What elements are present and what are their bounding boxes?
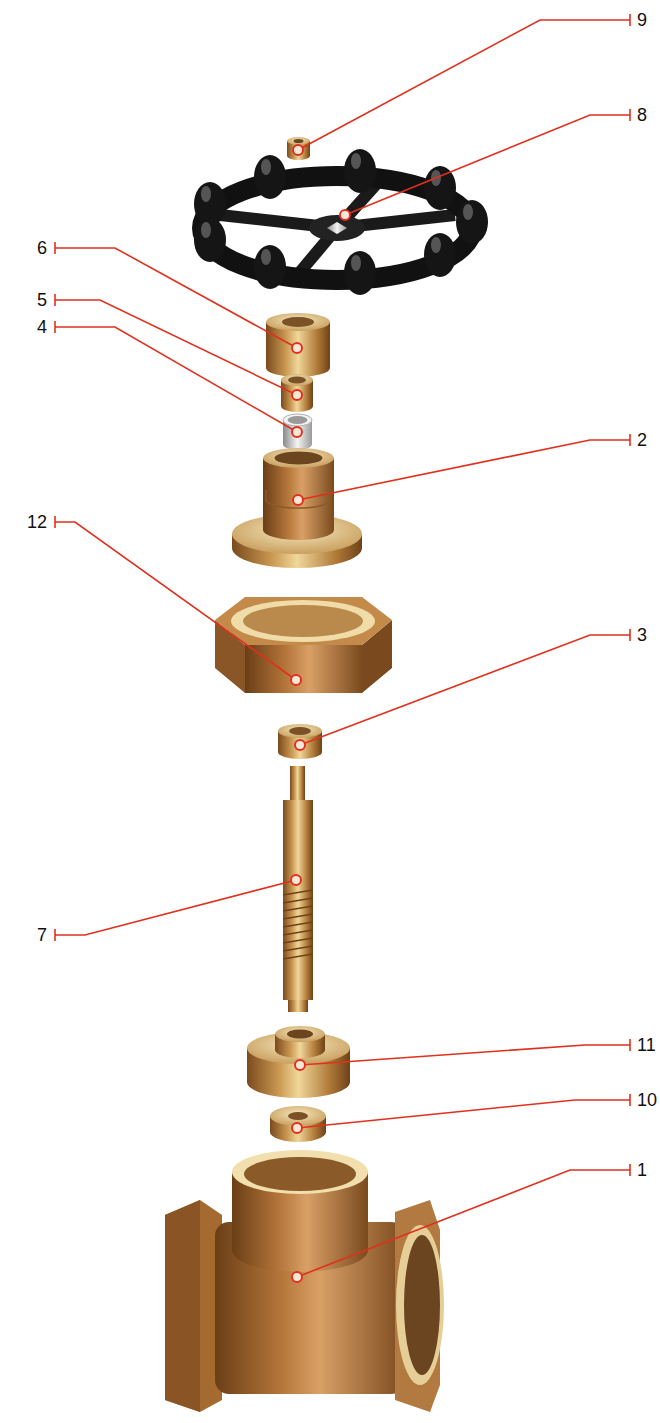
stem-part [283, 766, 313, 1012]
nut-part [287, 137, 310, 160]
callout-number: 3 [637, 624, 647, 646]
union-nut-part [215, 597, 392, 693]
packing-ring-part [283, 414, 312, 450]
callout-number: 11 [637, 1034, 656, 1056]
gland-part [281, 374, 313, 412]
callout-number: 8 [637, 104, 647, 126]
handwheel-part [194, 149, 488, 295]
bonnet-part [232, 448, 362, 568]
callout-number: 1 [637, 1159, 647, 1181]
callout-number: 10 [637, 1089, 657, 1111]
callout-number: 6 [37, 237, 47, 259]
leader-dots [291, 145, 350, 1282]
disc-part [270, 1106, 326, 1142]
callout-number: 12 [27, 511, 47, 533]
packing-nut-part [266, 313, 330, 377]
stem-nut-part [278, 724, 322, 759]
valve-body-part [165, 1150, 444, 1412]
callout-number: 5 [37, 289, 47, 311]
leader-lines [55, 14, 630, 1277]
callout-number: 4 [37, 316, 47, 338]
callout-number: 2 [637, 429, 647, 451]
callout-number: 9 [637, 9, 647, 31]
callout-number: 7 [37, 924, 47, 946]
